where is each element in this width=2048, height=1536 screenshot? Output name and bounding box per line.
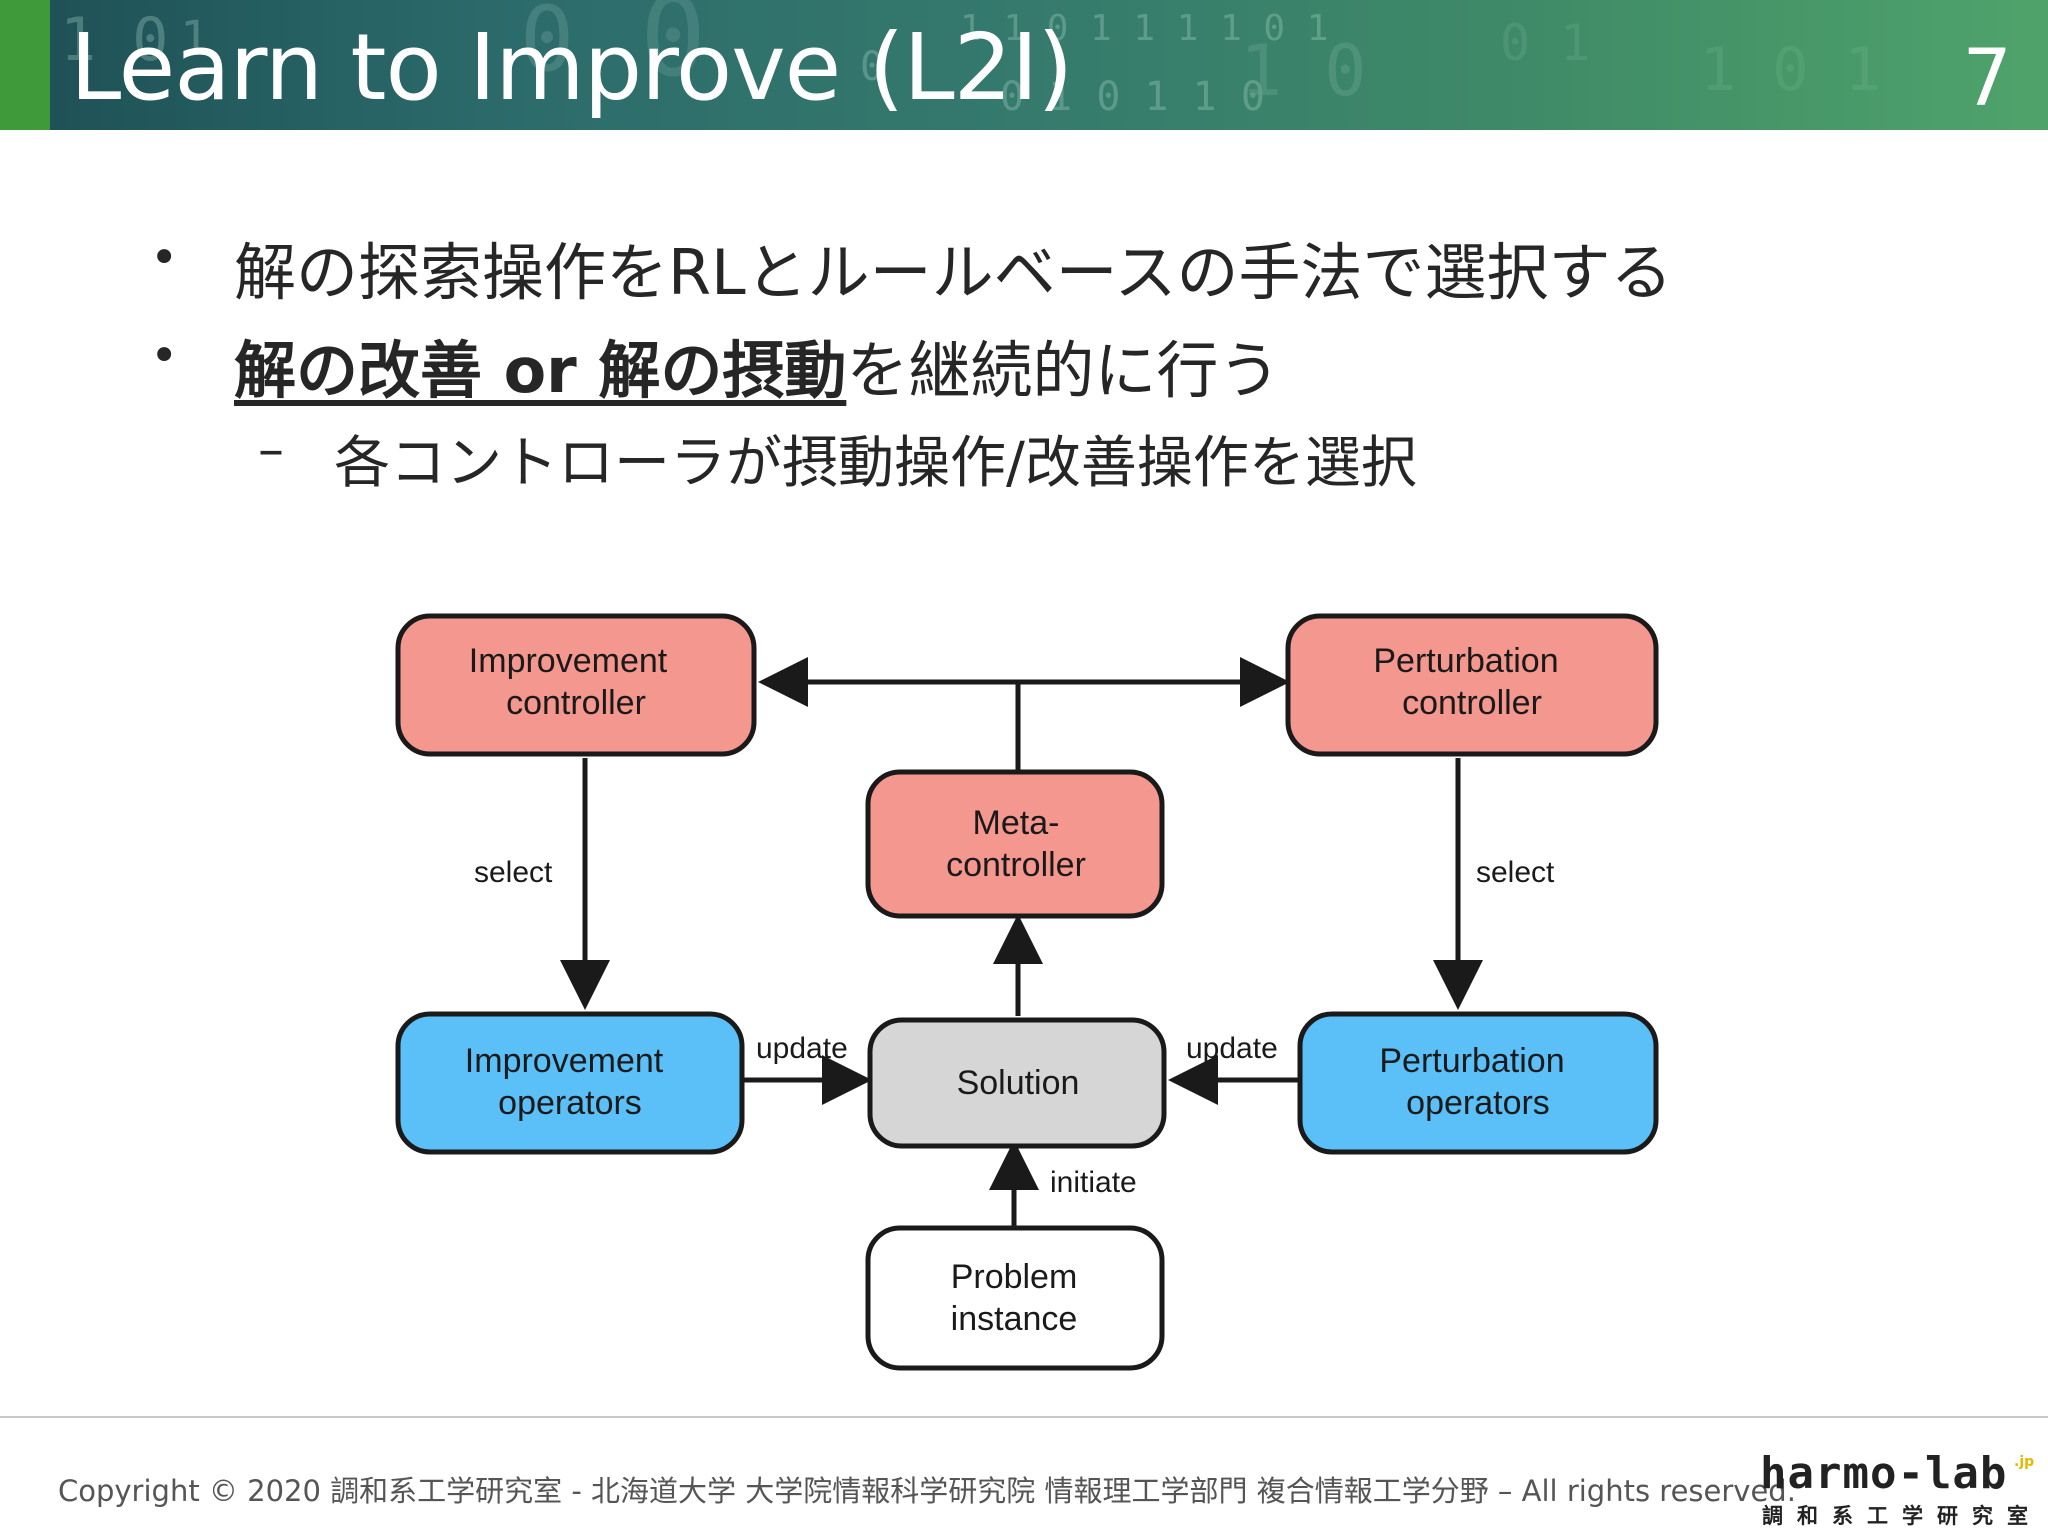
page-number: 7: [1962, 34, 2012, 124]
node-improvement-operators-line1: Improvement: [465, 1042, 664, 1080]
node-perturbation-controller-line1: Perturbation: [1373, 642, 1558, 680]
harmo-lab-logo: harmo-lab: [1760, 1448, 2008, 1499]
node-solution-label: Solution: [957, 1064, 1080, 1102]
node-solution: [867, 1017, 1167, 1149]
harmo-lab-logo-subtitle: 調和系工学研究室: [1762, 1504, 2042, 1528]
node-perturbation-operators-line2: operators: [1406, 1084, 1550, 1122]
l2i-architecture-diagram: Improvement controller Perturbation cont…: [395, 613, 1659, 1371]
node-improvement-operators: [395, 1011, 745, 1155]
node-problem-instance-line1: Problem: [951, 1258, 1078, 1296]
copyright-text: Copyright © 2020 調和系工学研究室 - 北海道大学 大学院情報科…: [58, 1474, 1796, 1508]
edge-label-select-right: select: [1476, 856, 1555, 889]
bullet-2-text: 解の改善 or 解の摂動を継続的に行う: [234, 320, 1280, 410]
sub-bullet-symbol: –: [258, 420, 284, 480]
header-accent-strip: [0, 0, 50, 130]
edge-label-update-right: update: [1186, 1032, 1278, 1065]
svg-text:1: 1: [180, 11, 209, 67]
slide-title: Learn to Improve (L2I): [70, 14, 1073, 121]
svg-text:0 1 0 1 1 0: 0 1 0 1 1 0: [1000, 74, 1265, 120]
svg-text:0: 0: [640, 0, 706, 101]
bullet-1-text: 解の探索操作をRLとルールベースの手法で選択する: [234, 236, 1673, 309]
bullet-symbol: •: [150, 328, 179, 384]
svg-text:0: 0: [860, 44, 884, 90]
node-improvement-controller-line2: controller: [506, 684, 646, 722]
svg-text:1 0: 1 0: [60, 5, 168, 75]
node-meta-controller-line2: controller: [946, 846, 1086, 884]
node-perturbation-controller: [1285, 613, 1659, 757]
footer-divider: [0, 1416, 2048, 1418]
node-improvement-controller-line1: Improvement: [469, 642, 668, 680]
bullet-2-emphasis: 解の改善 or 解の摂動: [234, 334, 847, 407]
svg-text:1 1 0 1 1 1 1 0 1: 1 1 0 1 1 1 1 0 1: [960, 8, 1328, 49]
bullet-2-rest: を継続的に行う: [846, 334, 1281, 407]
node-perturbation-operators: [1297, 1011, 1659, 1155]
edge-label-select-left: select: [474, 856, 553, 889]
edge-label-initiate: initiate: [1050, 1166, 1137, 1199]
sub-bullet-1-text: 各コントローラが摂動操作/改善操作を選択: [334, 431, 1417, 496]
svg-text:0: 0: [520, 0, 574, 92]
bullet-symbol: •: [150, 230, 179, 286]
harmo-lab-logo-suffix: .jp: [2014, 1454, 2035, 1470]
node-problem-instance-line2: instance: [951, 1300, 1078, 1338]
node-meta-controller-line1: Meta-: [973, 804, 1060, 842]
node-perturbation-operators-line1: Perturbation: [1379, 1042, 1564, 1080]
node-problem-instance: [865, 1225, 1165, 1371]
svg-text:1 0: 1 0: [1240, 30, 1366, 112]
title-bar: 1 0 1 0 0 0 1 1 0 1 1 1 1 0 1 0 1 0 1 1 …: [0, 0, 2048, 130]
svg-text:1 0 1: 1 0 1: [1700, 35, 1881, 105]
node-improvement-operators-line2: operators: [498, 1084, 642, 1122]
svg-text:0 1: 0 1: [1500, 14, 1590, 72]
edge-label-update-left: update: [756, 1032, 848, 1065]
node-meta-controller: [865, 769, 1165, 919]
binary-background-graphic: 1 0 1 0 0 0 1 1 0 1 1 1 1 0 1 0 1 0 1 1 …: [60, 0, 1881, 120]
node-perturbation-controller-line2: controller: [1402, 684, 1542, 722]
node-improvement-controller: [395, 613, 757, 757]
